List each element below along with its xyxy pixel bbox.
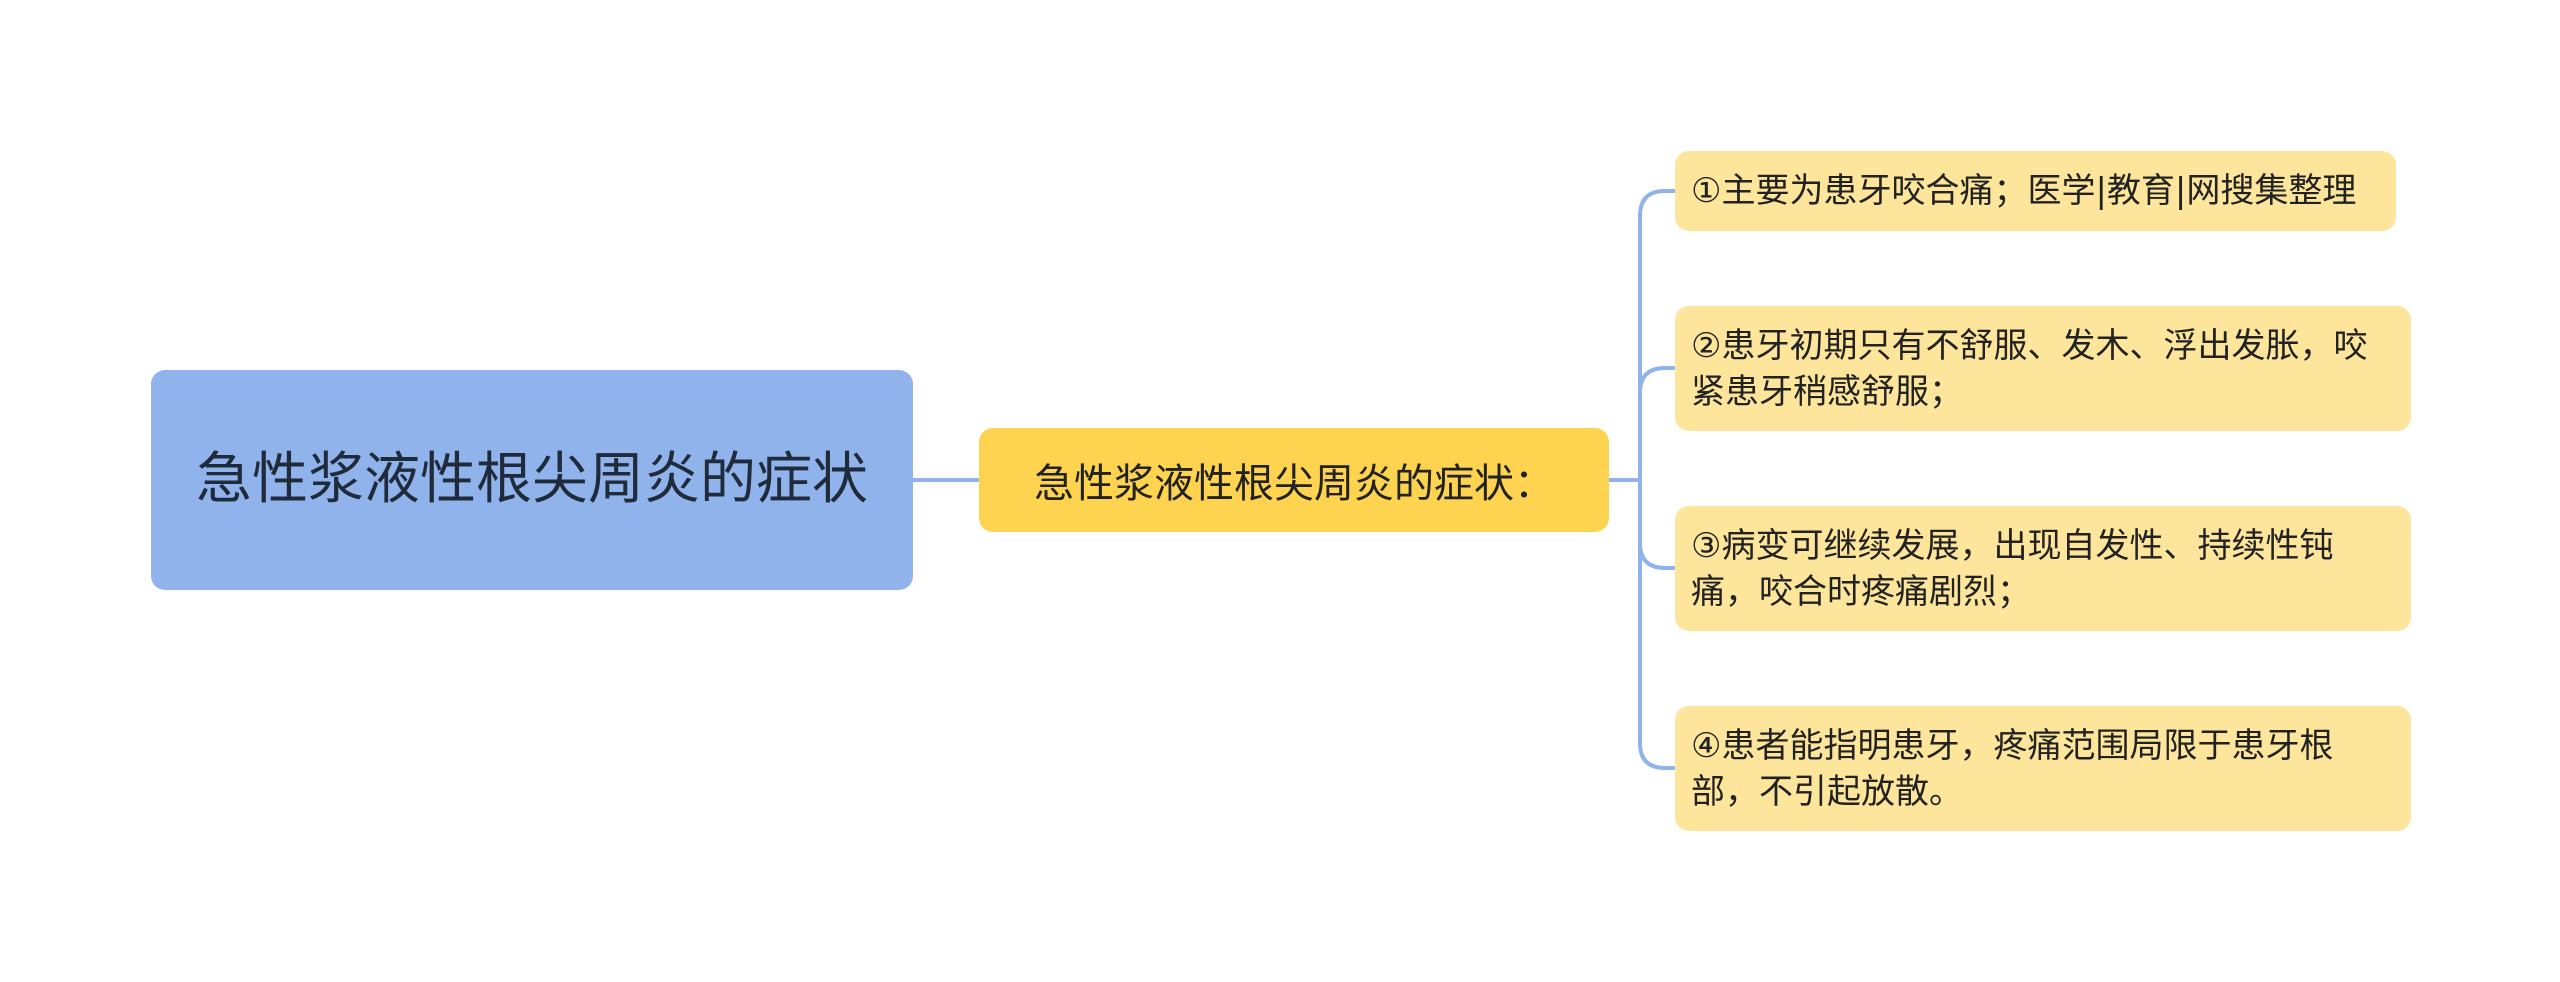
leaf-topic-text-2: ②患牙初期只有不舒服、发木、浮出发胀，咬紧患牙稍感舒服；	[1691, 325, 2368, 412]
branch-topic-text: 急性浆液性根尖周炎的症状：	[1034, 461, 1554, 507]
root-topic-text: 急性浆液性根尖周炎的症状	[196, 447, 868, 512]
leaf-topic-node-3[interactable]: ③病变可继续发展，出现自发性、持续性钝痛，咬合时疼痛剧烈；	[1675, 506, 2411, 631]
connector-leaf-3	[1638, 480, 1675, 570]
connector-leaf-2	[1638, 366, 1675, 480]
connector-leaf-1	[1638, 189, 1675, 480]
leaf-topic-text-4: ④患者能指明患牙，疼痛范围局限于患牙根部，不引起放散。	[1691, 725, 2334, 812]
branch-topic-node[interactable]: 急性浆液性根尖周炎的症状：	[979, 428, 1609, 532]
leaf-topic-text-3: ③病变可继续发展，出现自发性、持续性钝痛，咬合时疼痛剧烈；	[1691, 525, 2334, 612]
leaf-topic-node-4[interactable]: ④患者能指明患牙，疼痛范围局限于患牙根部，不引起放散。	[1675, 706, 2411, 831]
connector-leaf-4	[1638, 480, 1675, 770]
leaf-topic-text-1: ①主要为患牙咬合痛；医学|教育|网搜集整理	[1691, 171, 2357, 211]
leaf-topic-node-2[interactable]: ②患牙初期只有不舒服、发木、浮出发胀，咬紧患牙稍感舒服；	[1675, 306, 2411, 431]
leaf-topic-node-1[interactable]: ①主要为患牙咬合痛；医学|教育|网搜集整理	[1675, 151, 2396, 231]
root-topic-node[interactable]: 急性浆液性根尖周炎的症状	[151, 370, 913, 590]
